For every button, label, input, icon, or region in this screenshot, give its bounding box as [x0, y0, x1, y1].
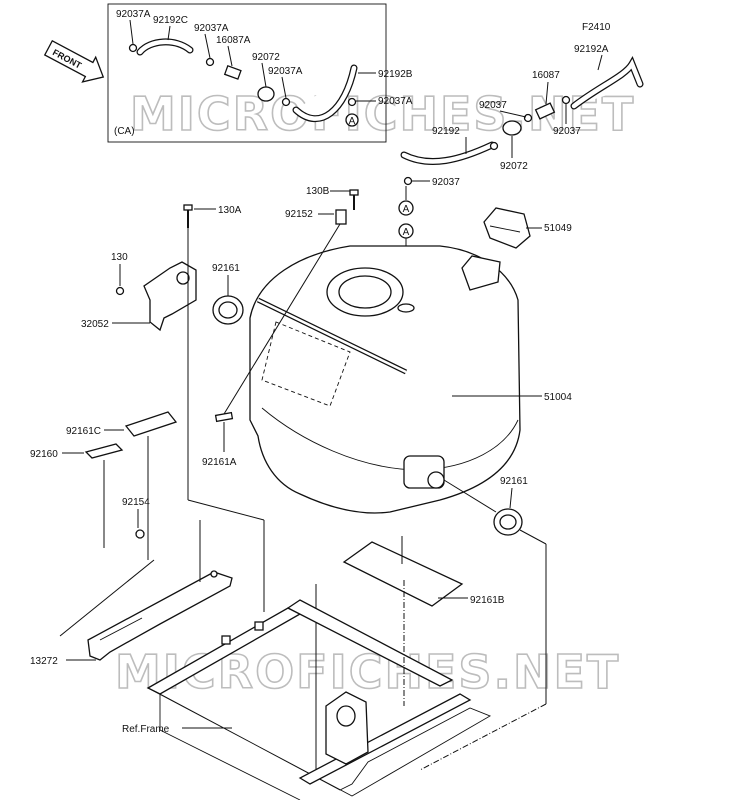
label-92037-c: 92037: [432, 177, 460, 188]
label-92072-inset: 92072: [252, 52, 280, 63]
bracket-13272: [87, 570, 233, 661]
label-92037A-2: 92037A: [194, 23, 229, 34]
label-92161A: 92161A: [202, 457, 237, 468]
label-92192A: 92192A: [574, 44, 609, 55]
label-130B: 130B: [306, 186, 330, 197]
inset-hose-assembly: [128, 38, 359, 127]
front-arrow: FRONT: [43, 39, 105, 83]
label-92161-top: 92161: [212, 263, 240, 274]
bolt-130A: [183, 204, 193, 228]
connector-a-2: [398, 200, 414, 216]
label-16087: 16087: [532, 70, 560, 81]
label-92192: 92192: [432, 126, 460, 137]
fuel-tank-51004: [249, 245, 521, 514]
bolt-92154: [135, 529, 145, 539]
label-51049: 51049: [544, 223, 572, 234]
cap-51049: [483, 207, 531, 249]
svg-text:A: A: [403, 227, 410, 238]
bolt-130B: [349, 189, 359, 210]
label-32052: 32052: [81, 319, 109, 330]
label-92072: 92072: [500, 161, 528, 172]
label-130: 130: [111, 252, 128, 263]
pad-92160: [84, 443, 124, 459]
pad-92161A: [214, 411, 234, 423]
label-92037-a: 92037: [479, 100, 507, 111]
label-92037-b: 92037: [553, 126, 581, 137]
inset-ca-label: (CA): [114, 126, 135, 137]
label-92192B: 92192B: [378, 69, 413, 80]
label-92161B: 92161B: [470, 595, 505, 606]
pad-92161C: [124, 411, 178, 437]
label-92160: 92160: [30, 449, 58, 460]
label-13272: 13272: [30, 656, 58, 667]
bracket-32052: [143, 261, 197, 332]
label-92192C: 92192C: [153, 15, 188, 26]
ca-inset-box: [107, 3, 387, 143]
label-92161-right: 92161: [500, 476, 528, 487]
pad-92161B: [342, 541, 464, 607]
label-92037A-3: 92037A: [268, 66, 303, 77]
collar-92152: [335, 209, 347, 225]
label-92152: 92152: [285, 209, 313, 220]
connector-a-inset: A: [349, 116, 356, 127]
ref-frame: [146, 599, 492, 800]
label-92161C: 92161C: [66, 426, 101, 437]
right-hose-assembly: [400, 56, 644, 186]
grommet-92161-right: [493, 508, 523, 536]
bolt-130: [115, 286, 125, 296]
figure-code: F2410: [582, 22, 611, 33]
svg-text:A: A: [403, 204, 410, 215]
label-92037A-1: 92037A: [116, 9, 151, 20]
label-130A: 130A: [218, 205, 242, 216]
grommet-92161-top: [212, 295, 244, 325]
label-51004: 51004: [544, 392, 572, 403]
label-92154: 92154: [122, 497, 150, 508]
label-16087A: 16087A: [216, 35, 251, 46]
label-92037A-4: 92037A: [378, 96, 413, 107]
label-ref-frame: Ref.Frame: [122, 724, 170, 735]
